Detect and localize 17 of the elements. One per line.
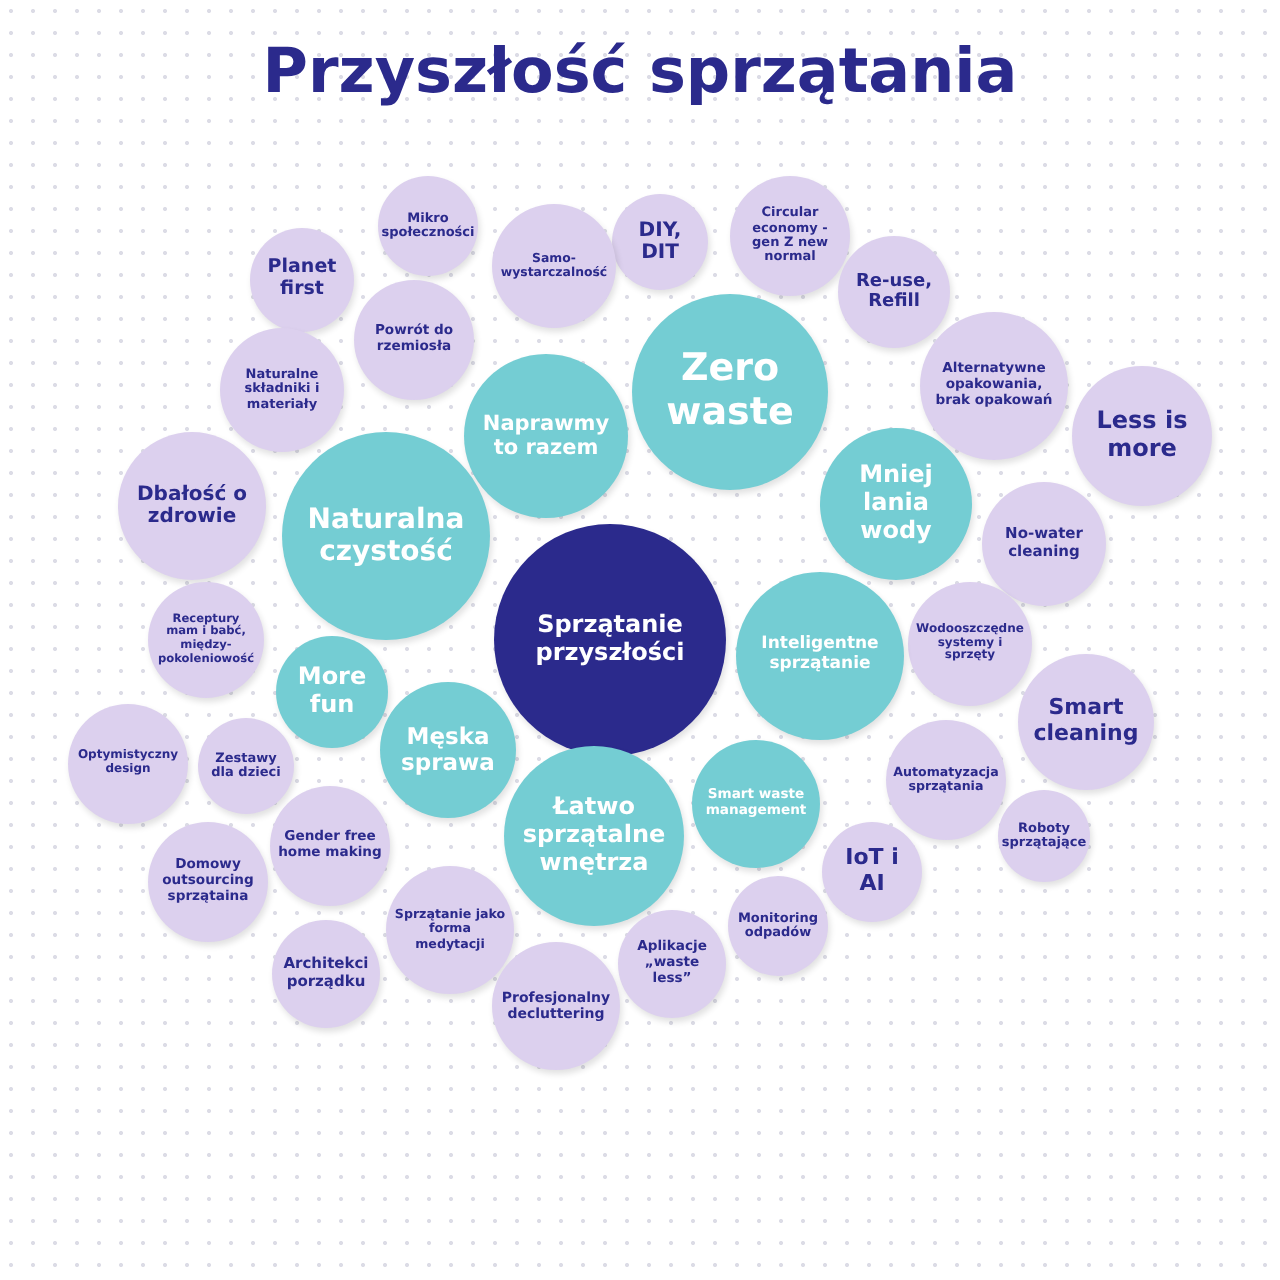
theme-bubble: Łatwo sprzątalne wnętrza [504,746,684,926]
theme-bubble: Zero waste [632,294,828,490]
topic-bubble: IoT i AI [822,822,922,922]
topic-bubble: Dbałość o zdrowie [118,432,266,580]
theme-bubble: Mniej lania wody [820,428,972,580]
theme-bubble: Naprawmy to razem [464,354,628,518]
title: Przyszłość sprzątania [260,36,1020,108]
topic-bubble: Smart cleaning [1018,654,1154,790]
theme-bubble: More fun [276,636,388,748]
central-bubble: Sprzątanie przyszłości [494,524,726,756]
topic-bubble: DIY, DIT [612,194,708,290]
theme-bubble: Naturalna czystość [282,432,490,640]
topic-bubble: Less is more [1072,366,1212,506]
topic-bubble: Planet first [250,228,354,332]
theme-bubble: Inteligentne sprzątanie [736,572,904,740]
theme-bubble: Męska sprawa [380,682,516,818]
topic-bubble: Re-use, Refill [838,236,950,348]
